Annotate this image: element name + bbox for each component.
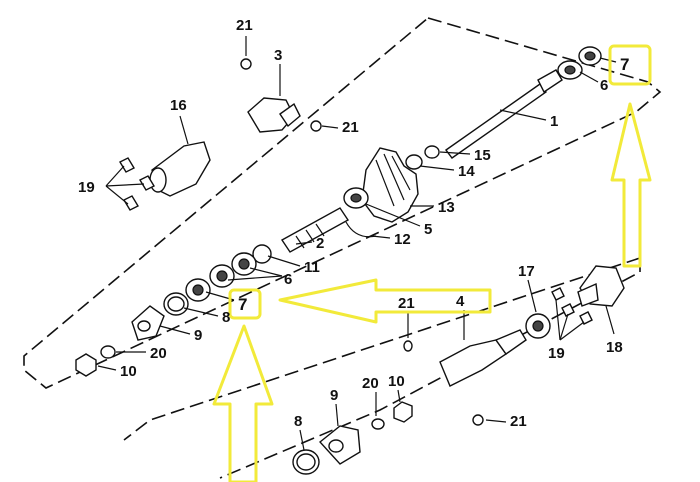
seal-17-bore [532, 320, 544, 332]
callout-21: 21 [510, 413, 527, 430]
bolt-part-19a [119, 157, 135, 173]
bearing-5-bore [350, 193, 362, 203]
highlight-box-7-upper [608, 44, 652, 86]
callout-12: 12 [394, 231, 411, 248]
callout-21: 21 [398, 295, 415, 312]
washer-part-20-lower [371, 418, 385, 430]
callout-9: 9 [330, 387, 338, 404]
callout-labels: 21 3 16 21 1 7 6 15 14 19 13 5 12 2 11 6… [78, 17, 629, 430]
callout-19: 19 [78, 179, 95, 196]
washer-part-11 [252, 244, 272, 264]
callout-14: 14 [458, 163, 475, 180]
ring-part-21c [403, 340, 413, 352]
callout-18: 18 [606, 339, 623, 356]
ring-part-21b [310, 120, 322, 132]
gear-teeth [375, 153, 411, 207]
highlight-arrow-up-right [610, 102, 652, 268]
flange-stub [279, 102, 301, 128]
bolt-part-19b [139, 175, 155, 191]
callout-7: 7 [620, 55, 629, 74]
callout-10: 10 [120, 363, 137, 380]
callout-1: 1 [550, 113, 558, 130]
callout-10: 10 [388, 373, 405, 390]
ring-part-14 [405, 154, 423, 170]
housing-bore [149, 167, 167, 193]
bolt-part-19d [551, 287, 565, 301]
callout-8: 8 [294, 413, 302, 430]
washer-part-20 [100, 345, 116, 359]
bearing-6b-bore [216, 270, 228, 282]
nut-part-10 [75, 353, 97, 377]
oring-lower-inner [296, 453, 316, 471]
callout-5: 5 [424, 221, 432, 238]
callout-11: 11 [304, 259, 320, 276]
highlight-arrow-left [278, 278, 492, 324]
shaft-4-stub [494, 329, 527, 355]
oring-inner [167, 296, 185, 312]
seal-bore [584, 51, 596, 61]
shaft-end [537, 69, 563, 94]
callout-3: 3 [274, 47, 282, 64]
gear-part-13 [361, 147, 419, 223]
shaft-part-2 [280, 207, 350, 253]
callout-7: 7 [238, 295, 247, 314]
shaft-part-1 [445, 83, 547, 159]
bolt-part-19e [561, 303, 575, 317]
bolt-part-19f [579, 311, 593, 325]
callout-15: 15 [474, 147, 491, 164]
shaft-part-4 [439, 339, 507, 387]
highlight-box-7-lower [228, 288, 262, 320]
flange-18-spline [577, 282, 599, 307]
nut-part-10-lower [393, 401, 413, 423]
yoke-lower-eye [328, 439, 344, 453]
seal-7-lower-bore [192, 284, 204, 296]
shaft-splines [295, 223, 325, 249]
callout-21: 21 [236, 17, 253, 34]
callout-21: 21 [342, 119, 359, 136]
highlight-arrow-up-bottom [212, 324, 274, 482]
callout-8: 8 [222, 309, 230, 326]
callout-6: 6 [600, 77, 608, 94]
callout-17: 17 [518, 263, 535, 280]
callout-16: 16 [170, 97, 187, 114]
bearing-6-lower-bore [238, 258, 250, 270]
clip-part-12 [345, 221, 377, 238]
callout-2: 2 [316, 235, 324, 252]
bolt-part-19c [123, 195, 139, 211]
highlight-overlay [212, 44, 652, 482]
ring-part-21d [472, 414, 484, 426]
callout-19: 19 [548, 345, 565, 362]
callout-20: 20 [362, 375, 379, 392]
leader-lines [97, 36, 617, 451]
ring-part-21a [240, 58, 252, 70]
callout-9: 9 [194, 327, 202, 344]
washer-part-15 [424, 145, 440, 159]
callout-4: 4 [456, 293, 465, 310]
bearing-bore [564, 65, 576, 75]
yoke-eye [137, 320, 151, 332]
callout-6: 6 [284, 271, 292, 288]
callout-13: 13 [438, 199, 455, 216]
callout-20: 20 [150, 345, 167, 362]
